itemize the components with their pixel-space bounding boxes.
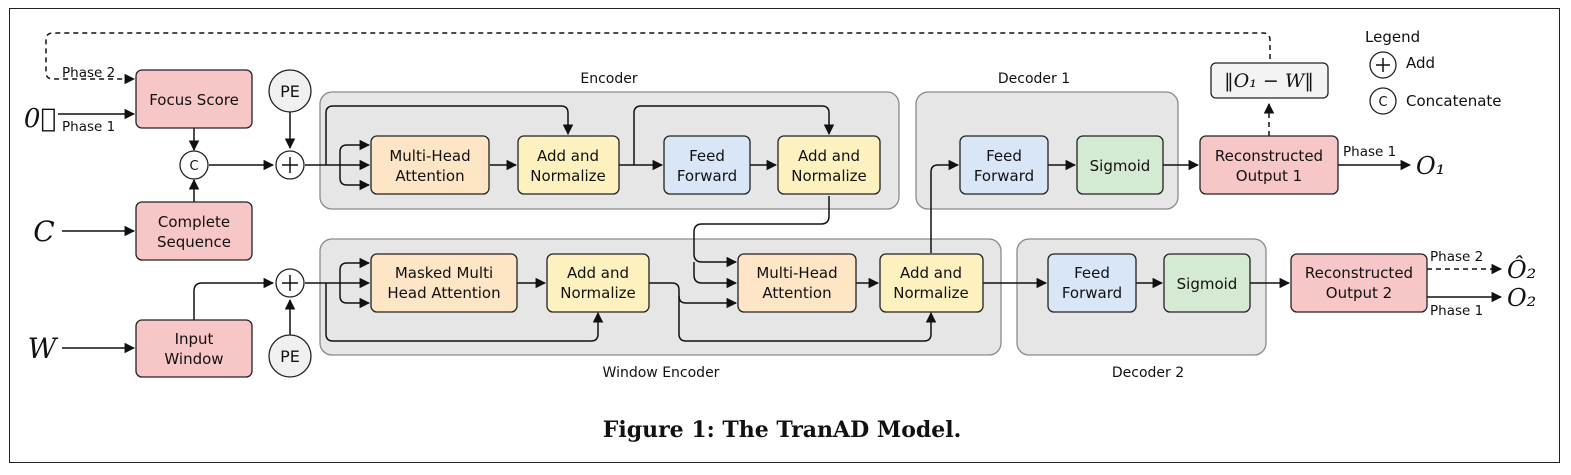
encoder-addnorm2-line2: Normalize <box>791 167 867 185</box>
win-skip1 <box>325 283 604 342</box>
window-addnorm2-line2: Normalize <box>893 284 969 302</box>
decoder1-ff-line2: Forward <box>974 167 1034 185</box>
window-addnorm1-line2: Normalize <box>560 284 636 302</box>
legend-add-label: Add <box>1406 54 1435 72</box>
enc-out-to-win-mha2 <box>693 262 738 289</box>
recon2-line1: Reconstructed <box>1305 264 1413 282</box>
focus-score-text: Focus Score <box>149 91 239 109</box>
legend: Legend Add C Concatenate <box>1365 28 1502 115</box>
encoder-addnorm1-block: Add and Normalize <box>517 135 620 195</box>
decoder1-ff-block: Feed Forward <box>959 135 1049 195</box>
decoder2-sigmoid-text: Sigmoid <box>1177 275 1238 293</box>
recon1-line2: Output 1 <box>1236 167 1302 185</box>
window-addnorm2-line1: Add and <box>900 264 962 282</box>
phase2-out2-label: Phase 2 <box>1430 249 1483 265</box>
encoder-addnorm1-line2: Normalize <box>530 167 606 185</box>
norm-expression: ‖O₁ − W‖ <box>1224 70 1314 92</box>
win-addnorm1-out <box>649 282 738 309</box>
decoder2-sigmoid-block: Sigmoid <box>1163 253 1251 313</box>
phase1-input-label: Phase 1 <box>62 119 115 135</box>
concat-symbol: C <box>189 159 198 174</box>
recon1-block: Reconstructed Output 1 <box>1199 135 1339 195</box>
enc-skip2 <box>633 105 835 165</box>
input-window-line2: Window <box>164 350 223 368</box>
encoder-label: Encoder <box>580 71 637 87</box>
window-mha-block: Multi-Head Attention <box>737 253 857 313</box>
add-circle-bottom <box>275 268 305 298</box>
legend-concat-symbol: C <box>1378 95 1387 110</box>
decoder2-label: Decoder 2 <box>1112 365 1184 381</box>
add-circle-top <box>275 150 305 180</box>
window-addnorm1-line1: Add and <box>567 264 629 282</box>
encoder-addnorm2-block: Add and Normalize <box>777 135 881 195</box>
concat-circle: C <box>179 150 209 180</box>
input-to-add <box>193 277 275 320</box>
encoder-addnorm2-line1: Add and <box>798 147 860 165</box>
enc-out-to-win-mha1 <box>693 196 830 268</box>
phase2-feedback-label: Phase 2 <box>62 65 115 81</box>
win-out-to-dec1 <box>930 159 960 253</box>
focus-score-block: Focus Score <box>135 69 253 129</box>
norm-box: ‖O₁ − W‖ <box>1210 62 1329 99</box>
figure-caption: Figure 1: The TranAD Model. <box>603 417 962 443</box>
window-addnorm2-block: Add and Normalize <box>879 253 984 313</box>
pe-top-text: PE <box>280 82 300 101</box>
o1-output: O₁ <box>1416 152 1445 180</box>
enc-skip1 <box>325 105 574 165</box>
pe-circle-top: PE <box>268 69 312 113</box>
recon2-block: Reconstructed Output 2 <box>1290 253 1428 313</box>
encoder-ff-block: Feed Forward <box>663 135 751 195</box>
window-addnorm1-block: Add and Normalize <box>546 253 650 313</box>
o2-hat-output: Ô₂ <box>1507 255 1536 284</box>
decoder1-label: Decoder 1 <box>998 71 1070 87</box>
window-mmha-block: Masked Multi Head Attention <box>370 253 518 313</box>
input-window-block: Input Window <box>135 319 253 378</box>
pe-circle-bottom: PE <box>268 334 312 378</box>
o2-output: O₂ <box>1507 284 1536 312</box>
window-mha-line1: Multi-Head <box>756 264 837 282</box>
input-window-line1: Input <box>175 330 214 348</box>
phase1-out1-label: Phase 1 <box>1343 144 1396 160</box>
decoder1-sigmoid-text: Sigmoid <box>1090 157 1151 175</box>
decoder2-ff-block: Feed Forward <box>1047 253 1137 313</box>
legend-concat-label: Concatenate <box>1406 92 1502 110</box>
pe-bottom-text: PE <box>280 347 300 366</box>
encoder-mha-line2: Attention <box>395 167 464 185</box>
window-mha-line2: Attention <box>762 284 831 302</box>
phase1-out2-label: Phase 1 <box>1430 303 1483 319</box>
recon1-line1: Reconstructed <box>1215 147 1323 165</box>
recon2-line2: Output 2 <box>1326 284 1392 302</box>
window-mmha-line1: Masked Multi <box>395 264 493 282</box>
window-encoder-label: Window Encoder <box>603 365 720 381</box>
encoder-mha-block: Multi-Head Attention <box>370 135 490 195</box>
encoder-mha-line1: Multi-Head <box>389 147 470 165</box>
decoder1-sigmoid-block: Sigmoid <box>1076 135 1164 195</box>
enc-branch2 <box>339 165 371 191</box>
legend-title: Legend <box>1365 28 1420 46</box>
enc-branch1 <box>339 139 371 165</box>
legend-concat-icon <box>1369 87 1397 115</box>
decoder1-ff-line1: Feed <box>986 147 1022 165</box>
complete-sequence-block: Complete Sequence <box>135 201 253 261</box>
decoder2-ff-line1: Feed <box>1074 264 1110 282</box>
win-branch1 <box>339 257 371 283</box>
c-input: C <box>33 215 54 248</box>
win-skip2 <box>678 296 937 342</box>
encoder-ff-line1: Feed <box>689 147 725 165</box>
window-mmha-line2: Head Attention <box>387 284 500 302</box>
zero-vector-input: 0⃗ <box>24 104 56 134</box>
complete-sequence-line1: Complete <box>158 213 230 231</box>
complete-sequence-line2: Sequence <box>157 233 231 251</box>
encoder-ff-line2: Forward <box>677 167 737 185</box>
w-input: W <box>28 332 59 365</box>
win-branch2 <box>339 283 371 309</box>
encoder-addnorm1-line1: Add and <box>537 147 599 165</box>
feedback-loop <box>45 32 1271 85</box>
decoder2-ff-line2: Forward <box>1062 284 1122 302</box>
